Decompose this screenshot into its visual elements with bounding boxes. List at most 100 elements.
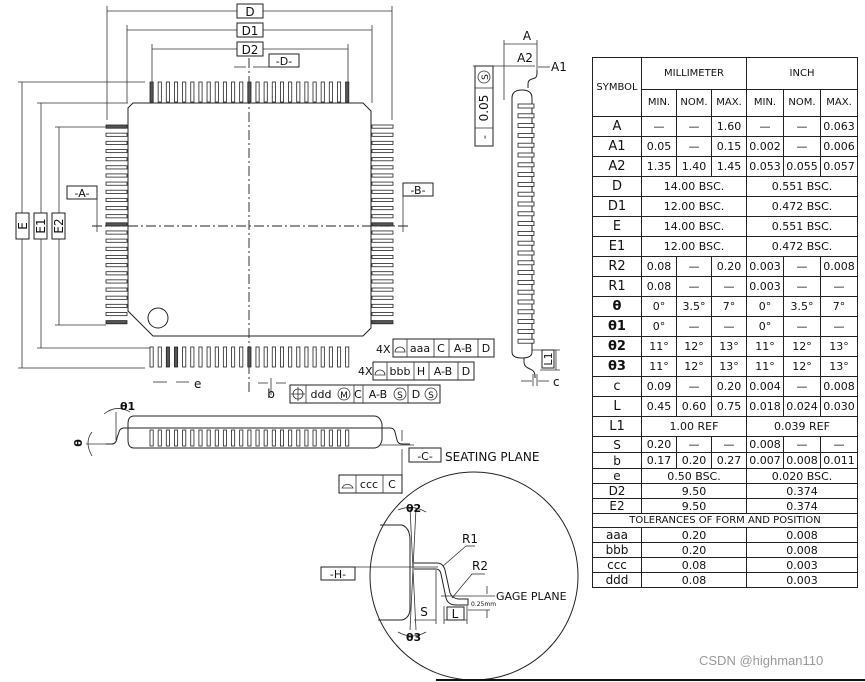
theta1-label: θ1 [120,400,135,413]
lead [105,295,128,300]
bottom-rule [436,679,865,681]
lead [105,263,128,268]
row-value: 0.007 [746,452,784,469]
lead [371,132,394,137]
row-value: 0.45 [641,396,677,417]
row-value: 0.006 [820,136,858,157]
theta2-label: θ2 [406,502,421,515]
lead [312,346,317,368]
row-value-inch: 0.551 BSC. [746,176,858,197]
lead [371,312,394,317]
lead [517,338,535,344]
lead [371,230,394,235]
lead [105,197,128,202]
row-symbol: E2 [592,498,642,514]
dim-A2-label: A2 [517,51,533,65]
lead [222,429,227,447]
lead [198,346,203,368]
lead [517,132,535,138]
coplanarity-value: 0.05 [477,95,491,122]
lead [517,142,535,148]
lead [371,165,394,170]
lead [105,246,128,251]
row-value: — [820,276,858,297]
row-symbol: S [592,436,642,453]
lead [105,181,128,186]
fcf-aaa-prefix: 4X [376,343,391,356]
lead [198,81,203,103]
row-value: 0.003 [746,256,784,277]
R2-label: R2 [472,559,488,573]
lead [517,221,535,227]
row-value: — [820,316,858,337]
lead [371,263,394,268]
lead [345,429,350,447]
lead [371,287,394,292]
dim-D2-label: D2 [242,43,259,57]
pins-top [149,81,350,103]
lead [105,206,128,211]
lead [206,81,211,103]
row-value-mm: 14.00 BSC. [641,216,747,237]
row-value: — [711,316,747,337]
row-value-inch: 0.020 BSC. [746,468,858,484]
dim-L1-label: L1 [542,352,555,365]
lead [371,149,394,154]
lead [371,246,394,251]
coplanarity-frame [474,65,494,147]
lead [157,346,162,368]
row-value-mm: 0.20 [641,527,747,543]
lead [517,181,535,187]
lead [371,295,394,300]
row-value-mm: 12.00 BSC. [641,196,747,217]
lead [517,230,535,236]
lead [345,346,350,368]
row-symbol: A [592,116,642,137]
datum-D-label: -D- [276,55,292,68]
row-value: 0.011 [820,452,858,469]
table-row: A——1.60——0.063 [592,116,858,137]
lead [371,320,394,325]
row-value: 12° [783,336,821,357]
row-symbol: D [592,176,642,197]
lead [296,346,301,368]
fcf-ccc [338,474,403,494]
lead [182,429,187,447]
lead [517,211,535,217]
sub-header-mm-nom: NOM. [676,88,712,118]
row-symbol: bbb [592,542,642,558]
lead [337,346,342,368]
lead [182,81,187,103]
datum-H-label: -H- [330,568,346,581]
row-value: 0° [746,296,784,317]
row-value: 0.008 [820,376,858,397]
lead [312,81,317,103]
row-value: 0.09 [641,376,677,397]
fcf-bbb-datum1: H [417,365,425,378]
row-value: 0.008 [820,256,858,277]
sub-header-mm-max: MAX. [711,88,747,118]
lead [337,81,342,103]
lead [255,346,260,368]
lead [105,230,128,235]
row-value: — [676,376,712,397]
row-symbol: D2 [592,483,642,499]
row-symbol: A1 [592,136,642,157]
row-value: — [783,136,821,157]
fcf-ddd-mmc: M [340,391,348,401]
coplanarity-symbol: - [478,135,491,139]
dim-S-label: S [420,605,428,619]
row-value: 0.002 [746,136,784,157]
profile-surface-icon [374,369,386,376]
row-symbol: θ3 [592,356,642,377]
row-value: — [641,116,677,137]
row-value: 0.75 [711,396,747,417]
fcf-ddd: ddd M C A-B S D S [289,384,441,404]
row-value: 12° [676,336,712,357]
row-value: 0.60 [676,396,712,417]
row-value: — [676,136,712,157]
lead [271,81,276,103]
